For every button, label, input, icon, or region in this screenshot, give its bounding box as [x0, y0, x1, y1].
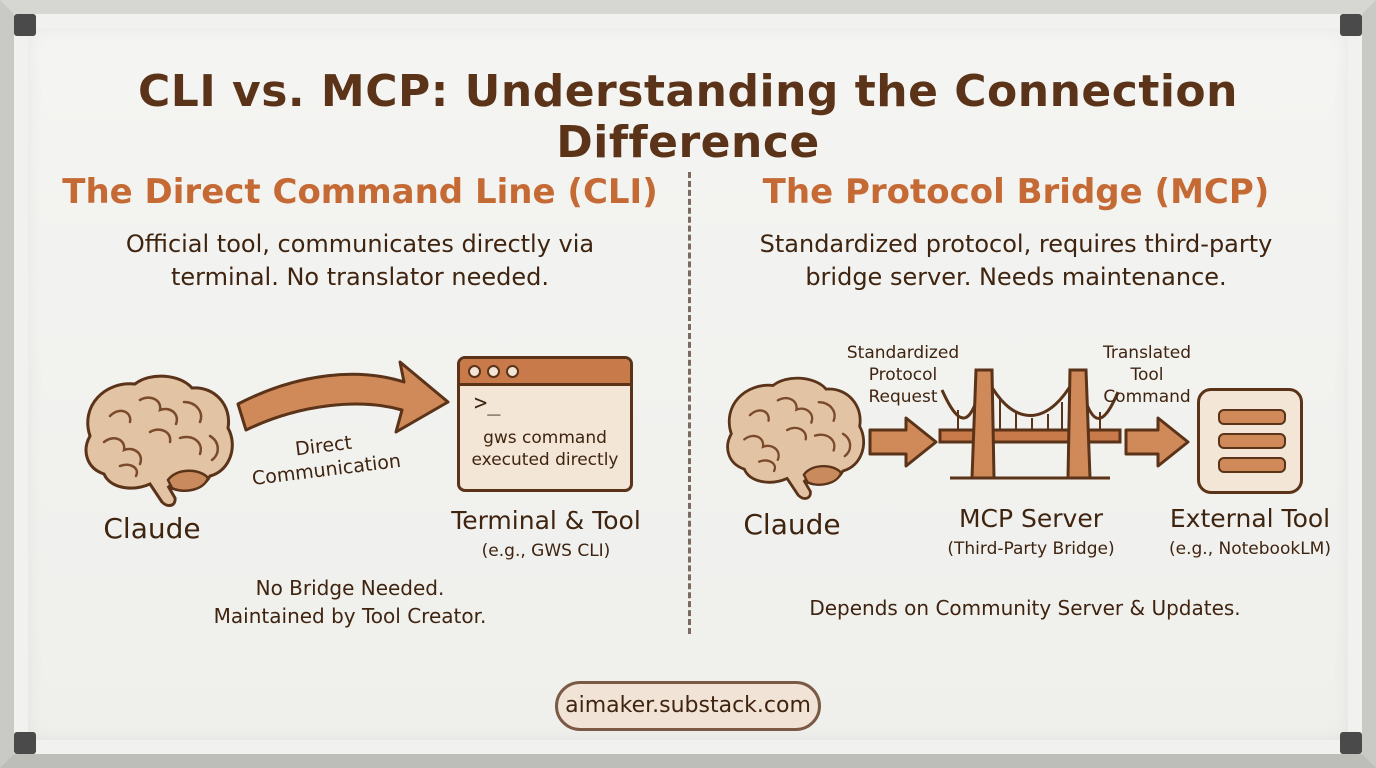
- request-arrow: [868, 416, 938, 468]
- request-label-line: Request: [868, 387, 938, 407]
- cli-heading: The Direct Command Line (CLI): [62, 172, 658, 212]
- request-label-line: Standardized: [846, 343, 960, 363]
- mcp-heading: The Protocol Bridge (MCP): [762, 172, 1270, 212]
- external-tool-icon: [1197, 388, 1303, 494]
- terminal-command-text: gws command executed directly: [460, 427, 630, 471]
- terminal-label: Terminal & Tool: [451, 506, 641, 535]
- claude-label-right: Claude: [743, 508, 841, 541]
- board-corner: [1340, 14, 1362, 36]
- tool-line: [1218, 457, 1286, 473]
- cli-note-line: No Bridge Needed.: [255, 576, 445, 600]
- page-title: CLI vs. MCP: Understanding the Connectio…: [138, 66, 1238, 168]
- terminal-command-line: gws command: [483, 428, 607, 448]
- mcp-description: Standardized protocol, requires third-pa…: [716, 228, 1316, 294]
- translated-label: Translated Tool Command: [1090, 342, 1204, 408]
- terminal-prompt-icon: >_: [474, 391, 501, 416]
- mcp-description-line: bridge server. Needs maintenance.: [805, 263, 1227, 291]
- source-url-badge: aimaker.substack.com: [555, 681, 821, 731]
- tool-line: [1218, 433, 1286, 449]
- mcp-note: Depends on Community Server & Updates.: [809, 596, 1241, 620]
- direct-arrow: [236, 360, 450, 434]
- request-label: Standardized Protocol Request: [836, 342, 970, 408]
- mcp-server-sublabel: (Third-Party Bridge): [947, 539, 1115, 559]
- window-dot-icon: [468, 364, 481, 378]
- cli-note-line: Maintained by Tool Creator.: [213, 604, 487, 628]
- claude-brain-left: [84, 374, 234, 507]
- terminal-sublabel: (e.g., GWS CLI): [481, 541, 611, 561]
- board-corner: [1340, 732, 1362, 754]
- tool-line: [1218, 409, 1286, 425]
- cli-description-line: Official tool, communicates directly via: [125, 230, 595, 258]
- external-tool-sublabel: (e.g., NotebookLM): [1169, 539, 1331, 559]
- translated-label-line: Command: [1103, 387, 1191, 407]
- translated-label-line: Tool: [1130, 365, 1164, 385]
- cli-description: Official tool, communicates directly via…: [60, 228, 660, 294]
- external-tool-label: External Tool: [1169, 504, 1331, 533]
- cli-description-line: terminal. No translator needed.: [170, 263, 550, 291]
- translated-label-line: Translated: [1103, 343, 1191, 363]
- mcp-server-label: MCP Server: [958, 504, 1104, 533]
- request-label-line: Protocol: [868, 365, 938, 385]
- column-divider: [688, 172, 691, 634]
- mcp-description-line: Standardized protocol, requires third-pa…: [759, 230, 1273, 258]
- terminal-command-line: executed directly: [471, 450, 619, 470]
- bridge-icon: [938, 368, 1122, 480]
- claude-label-left: Claude: [103, 512, 201, 545]
- translated-arrow: [1124, 416, 1190, 468]
- terminal-title-bar: [460, 359, 630, 386]
- window-dot-icon: [506, 364, 519, 378]
- board-corner: [14, 14, 36, 36]
- window-dot-icon: [487, 364, 500, 378]
- cli-note: No Bridge Needed. Maintained by Tool Cre…: [180, 574, 520, 630]
- board-corner: [14, 732, 36, 754]
- terminal-window: >_ gws command executed directly: [457, 356, 633, 492]
